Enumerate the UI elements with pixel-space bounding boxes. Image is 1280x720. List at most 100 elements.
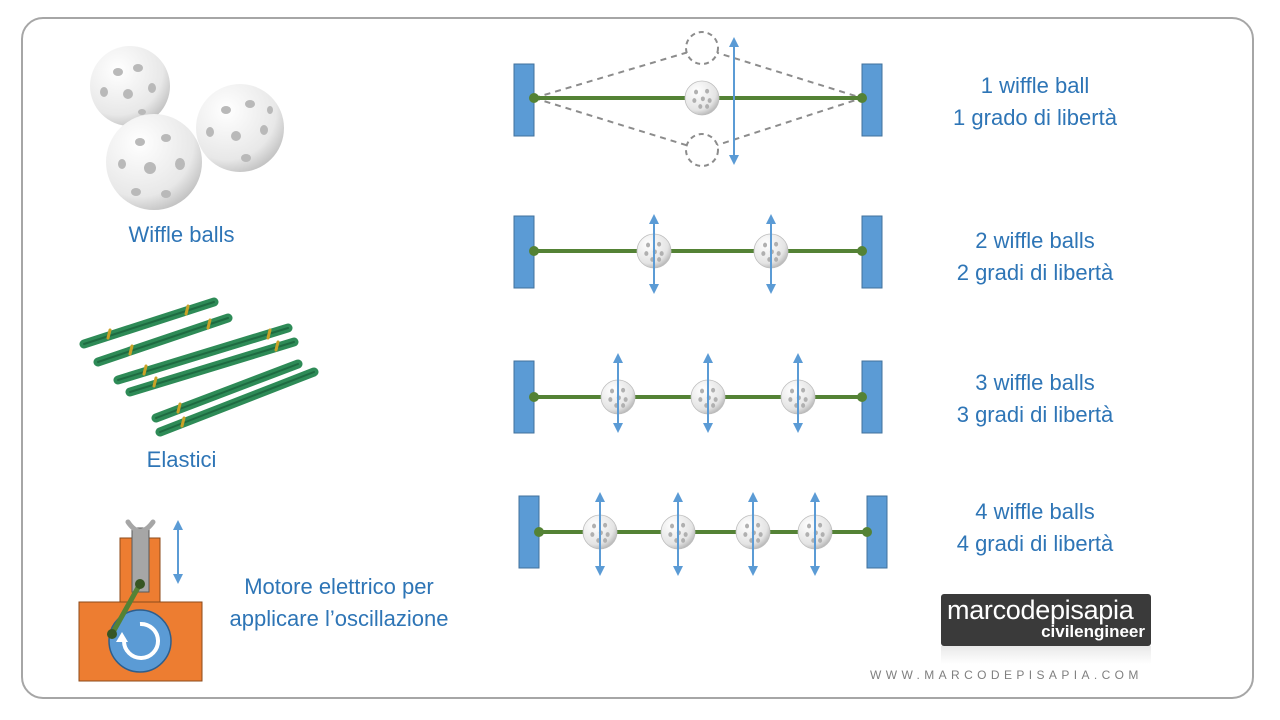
wiffle-ball-hole — [608, 397, 612, 402]
wiffle-ball-hole — [807, 524, 811, 529]
wiffle-ball-hole — [711, 403, 715, 408]
dof-arrow-head — [748, 492, 758, 502]
wiffle-ball-hole — [681, 538, 685, 543]
system-4-label: 4 wiffle balls 4 gradi di libertà — [900, 496, 1170, 560]
wiffle-ball-hole — [804, 397, 808, 402]
wiffle-ball-hole — [603, 523, 607, 528]
wiffle-ball-hole — [708, 98, 712, 103]
wiffle-ball-hole — [790, 389, 794, 394]
dof-arrow-head — [595, 566, 605, 576]
wiffle-ball-hole — [743, 532, 747, 537]
wiffle-ball-hole — [700, 389, 704, 394]
ghost-ball-position — [686, 32, 718, 64]
wiffle-ball-hole — [606, 532, 610, 537]
wiffle-ball-hole — [698, 397, 702, 402]
wiffle-ball-hole — [646, 243, 650, 248]
wiffle-ball-hole — [657, 242, 661, 247]
wiffle-ball-hole — [603, 538, 607, 543]
logo-subtitle: civilengineer — [1041, 622, 1145, 642]
dof-arrow-head — [613, 353, 623, 363]
anchor-node — [534, 527, 544, 537]
system-1-label: 1 wiffle ball 1 grado di libertà — [900, 70, 1170, 134]
anchor-node — [857, 93, 867, 103]
anchor-node — [529, 93, 539, 103]
wiffle-ball-hole — [610, 389, 614, 394]
wiffle-ball-hole — [801, 388, 805, 393]
dof-arrow-head — [673, 566, 683, 576]
dof-arrow-head — [595, 492, 605, 502]
system-4-line2: 4 gradi di libertà — [900, 528, 1170, 560]
wiffle-ball-hole — [660, 251, 664, 256]
anchor-node — [857, 246, 867, 256]
wiffle-ball-hole — [670, 524, 674, 529]
ghost-ball-position — [686, 134, 718, 166]
wiffle-ball-hole — [761, 251, 765, 256]
wiffle-ball-hole — [684, 532, 688, 537]
wiffle-ball-hole — [621, 388, 625, 393]
wiffle-ball-hole — [801, 403, 805, 408]
wiffle-ball-hole — [705, 89, 709, 94]
logo-reflection — [941, 646, 1151, 664]
dof-arrow-head — [613, 423, 623, 433]
wiffle-ball-hole — [774, 242, 778, 247]
system-1-line1: 1 wiffle ball — [900, 70, 1170, 102]
wiffle-ball-hole — [714, 397, 718, 402]
wiffle-ball-hole — [818, 523, 822, 528]
dof-arrow-head — [729, 155, 739, 165]
dof-arrow-head — [810, 492, 820, 502]
system-3-line2: 3 gradi di libertà — [900, 399, 1170, 431]
wiffle-ball-hole — [759, 532, 763, 537]
wiffle-ball-hole — [705, 104, 709, 109]
wiffle-ball-hole — [657, 257, 661, 262]
logo: marcodepisapia civilengineer — [941, 594, 1151, 646]
website-url: WWW.MARCODEPISAPIA.COM — [870, 668, 1143, 682]
dof-arrow-head — [649, 284, 659, 294]
dof-arrow-head — [729, 37, 739, 47]
dof-arrow-head — [766, 214, 776, 224]
dof-arrow-head — [703, 353, 713, 363]
system-1-line2: 1 grado di libertà — [900, 102, 1170, 134]
wiffle-ball-hole — [681, 523, 685, 528]
wiffle-ball-hole — [756, 538, 760, 543]
dof-arrow-head — [810, 566, 820, 576]
wiffle-ball-hole — [745, 524, 749, 529]
wiffle-ball-hole — [821, 532, 825, 537]
wiffle-ball-hole — [692, 98, 696, 103]
dof-arrow-head — [673, 492, 683, 502]
dof-arrow-head — [766, 284, 776, 294]
anchor-node — [857, 392, 867, 402]
wiffle-ball-hole — [698, 104, 702, 109]
system-3-label: 3 wiffle balls 3 gradi di libertà — [900, 367, 1170, 431]
wiffle-ball-hole — [592, 524, 596, 529]
wiffle-ball-hole — [818, 538, 822, 543]
wiffle-ball-hole — [763, 243, 767, 248]
wiffle-ball-hole — [805, 532, 809, 537]
dof-arrow-head — [793, 423, 803, 433]
dof-arrow-head — [748, 566, 758, 576]
dof-arrow-head — [649, 214, 659, 224]
wiffle-ball-hole — [711, 388, 715, 393]
dof-arrow-head — [793, 353, 803, 363]
wiffle-ball-hole — [694, 90, 698, 95]
wiffle-ball-hole — [668, 532, 672, 537]
wiffle-ball-hole — [621, 403, 625, 408]
wiffle-ball-hole — [774, 257, 778, 262]
system-2-label: 2 wiffle balls 2 gradi di libertà — [900, 225, 1170, 289]
anchor-node — [529, 392, 539, 402]
system-2-line2: 2 gradi di libertà — [900, 257, 1170, 289]
wiffle-ball-hole — [756, 523, 760, 528]
wiffle-ball-hole — [788, 397, 792, 402]
wiffle-ball-hole — [624, 397, 628, 402]
dof-arrow-head — [703, 423, 713, 433]
system-3-line1: 3 wiffle balls — [900, 367, 1170, 399]
system-2-line1: 2 wiffle balls — [900, 225, 1170, 257]
logo-name-b: depisapia — [1021, 595, 1134, 625]
wiffle-ball-hole — [644, 251, 648, 256]
anchor-node — [862, 527, 872, 537]
wiffle-ball-hole — [777, 251, 781, 256]
wiffle-ball-hole — [701, 96, 705, 101]
anchor-node — [529, 246, 539, 256]
system-4-line1: 4 wiffle balls — [900, 496, 1170, 528]
logo-name-a: marco — [947, 595, 1021, 625]
wiffle-ball-hole — [590, 532, 594, 537]
